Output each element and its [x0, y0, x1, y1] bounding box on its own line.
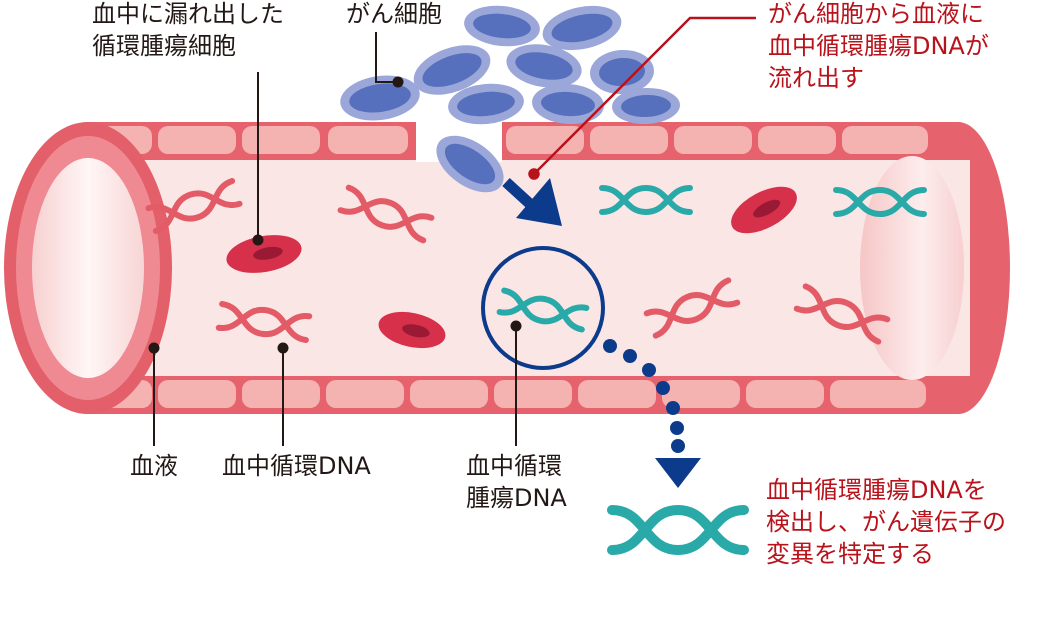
- label-plasma: 血液: [130, 452, 178, 480]
- dna-helix-normal: [793, 283, 891, 345]
- label-line: 血中に漏れ出した: [92, 0, 284, 28]
- cancer-cell: [506, 44, 582, 88]
- label-leaked-tumor-cells: 血中に漏れ出した 循環腫瘍細胞: [92, 0, 284, 62]
- cancer-cell: [340, 75, 420, 121]
- cancer-cell: [413, 45, 491, 95]
- endothelial-cell: [242, 380, 320, 408]
- blood-vessel: [90, 122, 1010, 414]
- release-arrow: [502, 177, 562, 226]
- dna-helix-normal: [337, 184, 435, 244]
- label-line: がん細胞から血液に: [768, 0, 984, 28]
- detected-ctdna-helix: [607, 504, 749, 556]
- endothelial-cell: [830, 380, 926, 408]
- label-line: 変異を特定する: [766, 540, 934, 568]
- label-ctdna: 血中循環 腫瘍DNA: [466, 450, 567, 514]
- label-line: 循環腫瘍細胞: [92, 32, 236, 60]
- endothelial-cell: [662, 380, 740, 408]
- label-line: 流れ出す: [768, 64, 864, 92]
- label-cancer-cells: がん細胞: [346, 0, 442, 28]
- dna-helix-normal: [643, 277, 741, 339]
- endothelial-cell: [758, 126, 836, 154]
- detection-arrow-head: [655, 458, 701, 488]
- endothelial-cell: [410, 380, 488, 408]
- red-blood-cell: [226, 235, 302, 273]
- cancer-cell: [464, 5, 540, 47]
- endothelial-cell: [326, 380, 404, 408]
- cancer-cell: [612, 87, 680, 125]
- red-blood-cell: [731, 186, 797, 234]
- cancer-cell: [590, 49, 654, 95]
- leader-lines: [148, 32, 522, 446]
- endothelial-cell: [578, 380, 656, 408]
- cancer-cell: [542, 5, 622, 51]
- endothelial-cell: [842, 126, 928, 154]
- dna-helix-tumor: [496, 287, 590, 333]
- endothelial-cell: [674, 126, 752, 154]
- label-line: 腫瘍DNA: [466, 484, 567, 512]
- vessel-left-opening: [4, 122, 172, 414]
- dna-helix-tumor: [599, 184, 693, 216]
- annotation-leader-red: [528, 16, 756, 180]
- dna-helix-normal: [145, 177, 243, 235]
- endothelial-cell: [494, 380, 572, 408]
- cancer-cell: [532, 83, 604, 125]
- intravasating-cancer-cell: [436, 135, 504, 193]
- endothelial-cell: [506, 126, 584, 154]
- ctdna-highlight-circle: [481, 246, 605, 370]
- endothelial-cell: [242, 126, 320, 154]
- endothelial-cell: [158, 380, 236, 408]
- endothelial-cell: [746, 380, 824, 408]
- label-line: 血中循環腫瘍DNAを: [766, 476, 987, 504]
- endothelial-cells-bottom: [88, 380, 926, 408]
- dna-helix-tumor: [833, 186, 927, 218]
- label-detect-note: 血中循環腫瘍DNAを 検出し、がん遺伝子の 変異を特定する: [766, 474, 1006, 570]
- label-release-note: がん細胞から血液に 血中循環腫瘍DNAが 流れ出す: [768, 0, 989, 94]
- endothelial-cell: [158, 126, 236, 154]
- endothelial-cell: [328, 126, 408, 154]
- label-cfdna: 血中循環DNA: [222, 452, 371, 480]
- endothelial-cells-top: [88, 126, 928, 154]
- endothelial-cell: [590, 126, 668, 154]
- label-line: 血中循環: [466, 452, 562, 480]
- cancer-cell: [448, 83, 524, 125]
- detection-dotted-path: [603, 339, 685, 453]
- dna-helix-normal: [215, 300, 313, 344]
- red-blood-cell: [378, 311, 446, 349]
- label-line: 血中循環腫瘍DNAが: [768, 32, 989, 60]
- label-line: 検出し、がん遺伝子の: [766, 508, 1006, 536]
